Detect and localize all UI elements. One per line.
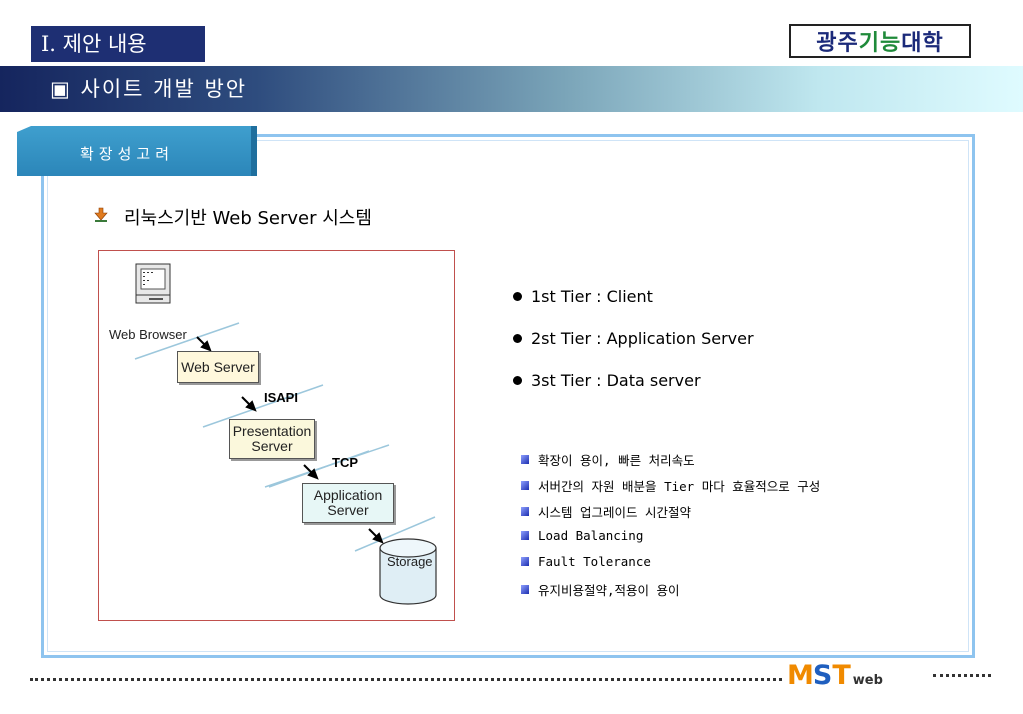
benefit-item: 시스템 업그레이드 시간절약 <box>521 502 691 521</box>
benefit-text: 유지비용절약,적용이 용이 <box>538 583 680 598</box>
web-server-box: Web Server <box>177 351 259 383</box>
application-server-box: Application Server <box>302 483 394 523</box>
benefit-text: 확장이 용이, 빠른 처리속도 <box>538 453 695 468</box>
benefit-item: 확장이 용이, 빠른 처리속도 <box>521 450 695 469</box>
tcp-label: TCP <box>332 455 358 470</box>
square-bullet-icon <box>521 531 529 540</box>
web-browser-label: Web Browser <box>109 327 187 342</box>
presentation-server-line2: Server <box>251 438 293 454</box>
scalability-tab: 확장성고려 <box>17 126 257 176</box>
bullet-dot-icon <box>513 334 522 343</box>
application-server-line2: Server <box>327 502 369 518</box>
school-logo-highlight: 기능 <box>858 31 902 56</box>
benefit-item: 서버간의 자원 배분을 Tier 마다 효율적으로 구성 <box>521 476 820 495</box>
isapi-label: ISAPI <box>264 390 298 405</box>
footer-divider <box>30 678 782 681</box>
school-logo-suffix: 대학 <box>901 31 944 56</box>
tier-text: 1st Tier : Client <box>531 287 653 306</box>
square-bullet-icon <box>521 557 529 566</box>
tier-item: 3st Tier : Data server <box>513 371 701 390</box>
school-logo-prefix: 광주 <box>816 31 859 56</box>
title-bar <box>0 66 1023 112</box>
mst-logo-m: M <box>787 660 814 691</box>
application-server-line1: Application <box>313 487 383 503</box>
benefit-text: 서버간의 자원 배분을 Tier 마다 효율적으로 구성 <box>538 479 821 494</box>
tier-item: 1st Tier : Client <box>513 287 653 306</box>
content-frame-inner <box>47 140 969 652</box>
mst-logo-web: web <box>852 673 883 688</box>
square-bullet-icon <box>521 455 529 464</box>
bullet-dot-icon <box>513 292 522 301</box>
benefit-text: Fault Tolerance <box>538 554 651 569</box>
tier-item: 2st Tier : Application Server <box>513 329 754 348</box>
architecture-diagram: Web Browser Web Server ISAPI Presentatio… <box>98 250 455 621</box>
bullet-dot-icon <box>513 376 522 385</box>
presentation-server-line1: Presentation <box>232 423 312 439</box>
down-arrow-bullet-icon <box>94 207 108 222</box>
square-bullet-icon <box>521 507 529 516</box>
tier-text: 3st Tier : Data server <box>531 371 701 390</box>
presentation-server-box: Presentation Server <box>229 419 315 459</box>
benefit-item: Load Balancing <box>521 528 643 543</box>
diagram-lines <box>134 263 437 605</box>
storage-label: Storage <box>387 554 433 569</box>
section-label: I. 제안 내용 <box>31 26 205 62</box>
mst-logo-t: T <box>832 660 851 691</box>
benefit-item: 유지비용절약,적용이 용이 <box>521 580 680 599</box>
tier-text: 2st Tier : Application Server <box>531 329 754 348</box>
computer-icon <box>135 263 171 304</box>
footer-divider-right <box>933 674 991 677</box>
mst-logo-s: S <box>812 660 833 691</box>
benefit-text: Load Balancing <box>538 528 644 543</box>
tab-edge <box>251 126 257 176</box>
benefit-item: Fault Tolerance <box>521 554 651 569</box>
storage-cylinder-icon <box>379 538 437 605</box>
scalability-tab-label: 확장성고려 <box>80 145 175 163</box>
section-heading: 리눅스기반 Web Server 시스템 <box>124 208 372 229</box>
square-bullet-icon <box>521 585 529 594</box>
square-bullet-icon <box>521 481 529 490</box>
benefit-text: 시스템 업그레이드 시간절약 <box>538 505 692 520</box>
page-title: ▣ 사이트 개발 방안 <box>50 77 248 101</box>
